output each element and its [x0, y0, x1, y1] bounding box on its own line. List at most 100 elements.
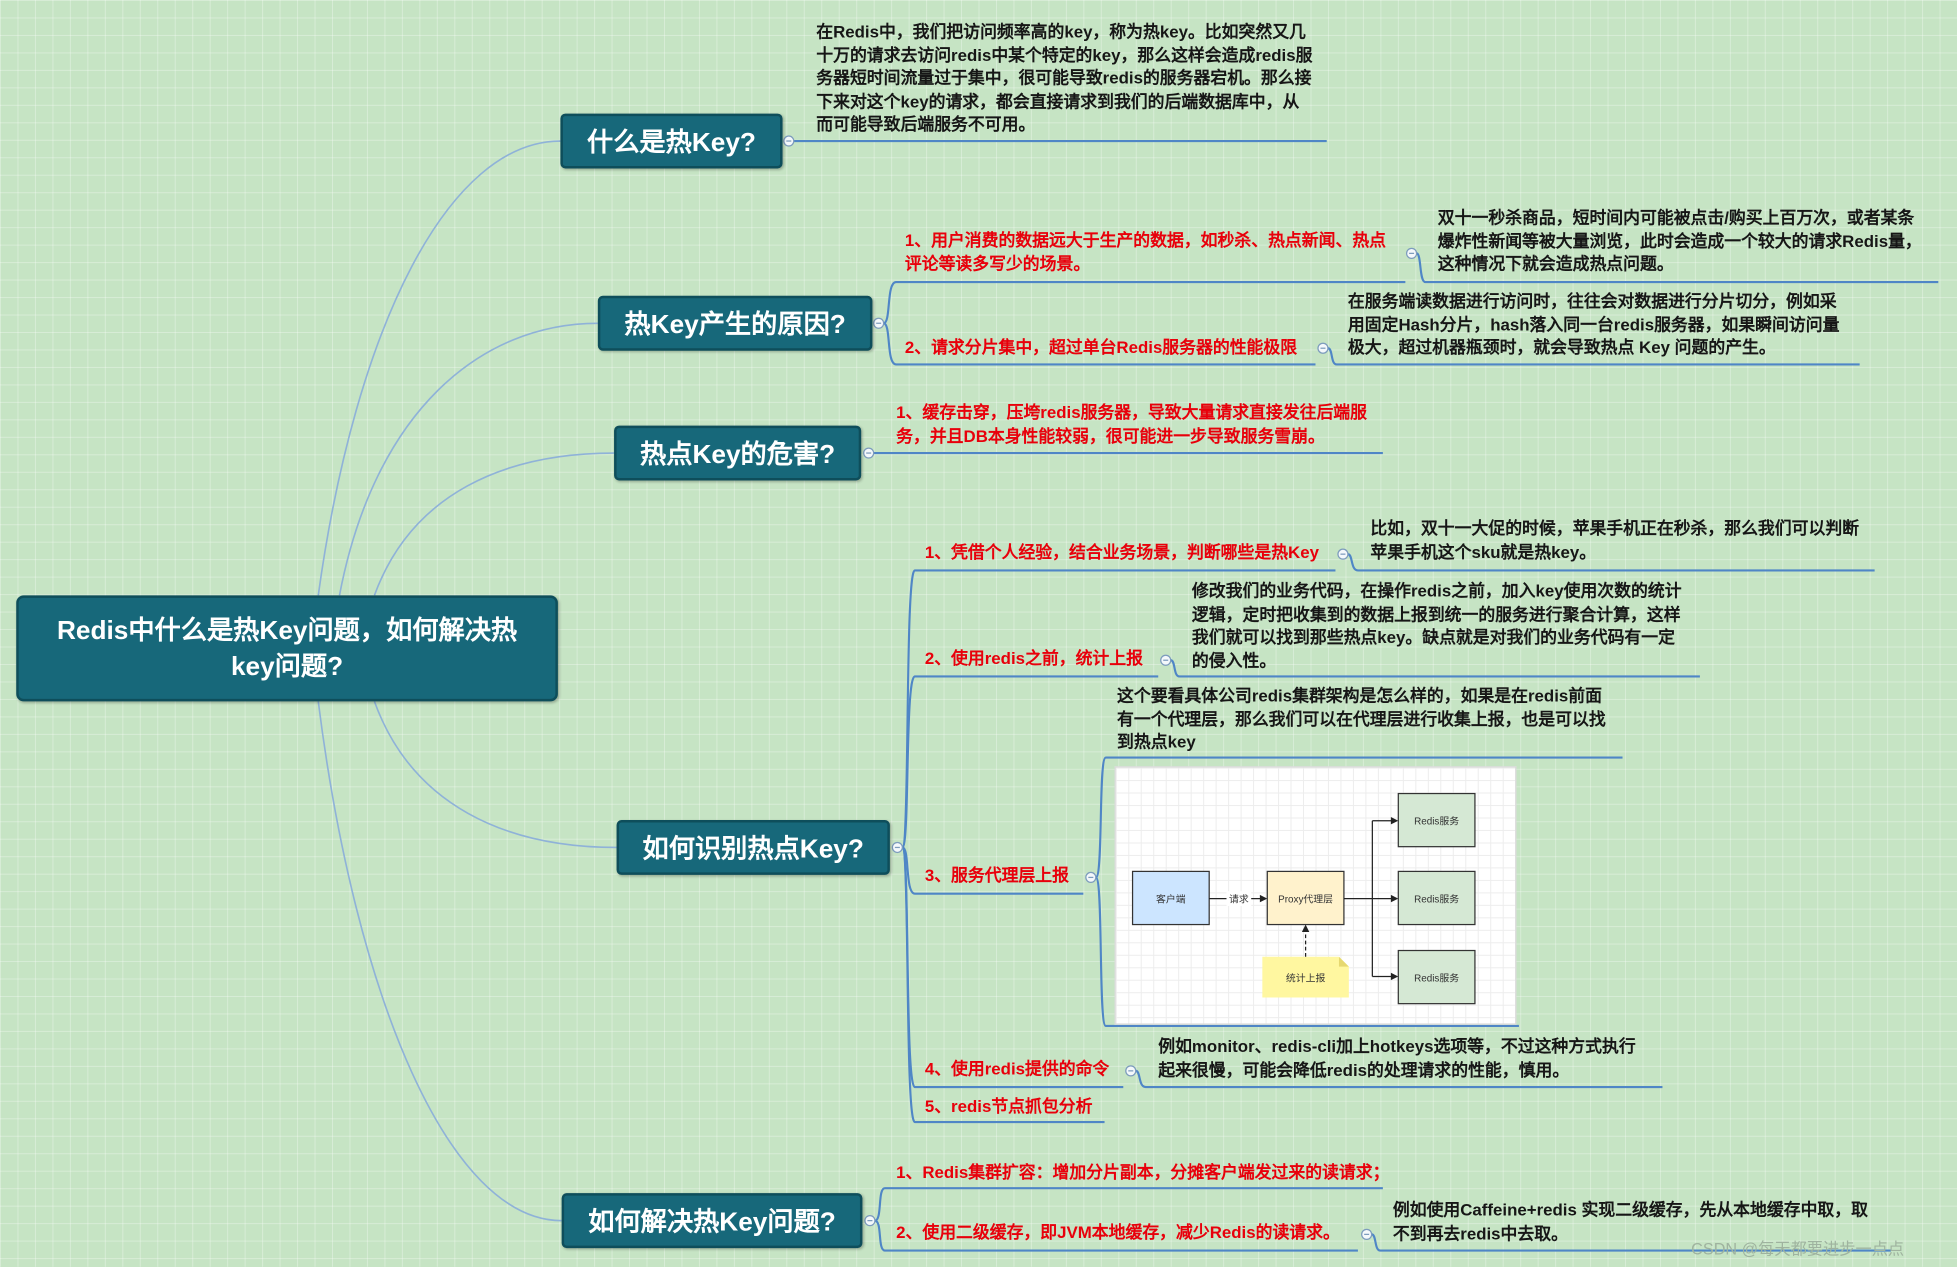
- underline-connector: [882, 281, 1406, 325]
- text-line: 这个要看具体公司redis集群架构是怎么样的，如果是在redis前面: [1117, 686, 1602, 706]
- solution-1: 1、Redis集群扩容：增加分片副本，分摊客户端发过来的读请求；: [896, 1162, 1389, 1185]
- text-line: 极大，超过机器瓶颈时，就会导致热点 Key 问题的产生。: [1347, 338, 1776, 357]
- text-line: 在服务端读数据进行访问时，往往会对数据进行分片切分，例如采: [1347, 292, 1837, 311]
- text-line: 用固定Hash分片，hash落入同一台redis服务器，如果瞬间访问量: [1347, 315, 1840, 334]
- underline-connector: [874, 1219, 1358, 1252]
- collapse-toggle-icon: [1337, 548, 1349, 560]
- collapse-toggle-icon: [783, 135, 795, 147]
- text-line: 不到再去redis中去取。: [1392, 1223, 1568, 1243]
- text-line: 5、redis节点抓包分析: [924, 1097, 1093, 1116]
- text-line: 下来对这个key的请求，都会直接请求到我们的后端数据库中，从: [816, 91, 1300, 111]
- client-node: [1131, 870, 1210, 926]
- underline-connector: [1371, 1233, 1891, 1252]
- identify-method-5: 5、redis节点抓包分析: [925, 1096, 1093, 1119]
- text-line: 务器短时间流量过于集中，很可能导致redis的服务器宕机。那么接: [816, 68, 1312, 88]
- text-line: 2、使用二级缓存，即JVM本地缓存，减少Redis的读请求。: [896, 1223, 1340, 1242]
- text-line: 2、请求分片集中，超过单台Redis服务器的性能极限: [904, 338, 1298, 357]
- request-label-bg: [1226, 891, 1252, 907]
- cause-1: 1、用户消费的数据远大于生产的数据，如秒杀、热点新闻、热点 评论等读多写少的场景…: [905, 230, 1386, 276]
- branch-topic-solve: 如何解决热Key问题?: [561, 1193, 863, 1249]
- redis-node: [1397, 949, 1476, 1005]
- text-line: 在Redis中，我们把访问频率高的key，称为热key。比如突然又几: [816, 22, 1306, 42]
- underline-connector: [874, 1187, 1383, 1222]
- solution-2: 2、使用二级缓存，即JVM本地缓存，减少Redis的读请求。: [896, 1222, 1340, 1245]
- arrowhead-icon: [1301, 924, 1310, 932]
- text-line: 评论等读多写少的场景。: [904, 253, 1091, 273]
- redis-node: [1397, 792, 1476, 848]
- redis-label: Redis服务: [1414, 892, 1459, 905]
- proxy-architecture-drawing: 客户端 请求 Proxy代理层 Redis服务 Redis服务 Redis: [1131, 792, 1476, 1005]
- arrowhead-icon: [1390, 894, 1399, 903]
- redis-node: [1397, 870, 1476, 926]
- identify-method-3-detail: 这个要看具体公司redis集群架构是怎么样的，如果是在redis前面 有一个代理…: [1117, 685, 1606, 754]
- underline-connector: [901, 846, 1084, 895]
- central-topic: Redis中什么是热Key问题，如何解决热key问题?: [16, 595, 558, 702]
- text-line: 逻辑，定时把收集到的数据上报到统一的服务进行聚合计算，这样: [1191, 604, 1681, 624]
- collapse-toggle-icon: [1405, 247, 1418, 259]
- solution-2-detail: 例如使用Caffeine+redis 实现二级缓存，先从本地缓存中取，取 不到再…: [1393, 1199, 1868, 1245]
- cause-1-detail: 双十一秒杀商品，短时间内可能被点击/购买上百万次，或者某条 爆炸性新闻等被大量浏…: [1438, 207, 1922, 276]
- text-line: 务，并且DB本身性能较弱，很可能进一步导致服务雪崩。: [896, 426, 1325, 445]
- main-branch-curves: [317, 140, 617, 1222]
- connector-curve-identify: [373, 701, 617, 849]
- underline-connector: [1170, 659, 1700, 678]
- text-line: 1、缓存击穿，压垮redis服务器，导致大量请求直接发往后端服: [896, 403, 1368, 422]
- text-line: 1、用户消费的数据远大于生产的数据，如秒杀、热点新闻、热点: [904, 230, 1387, 250]
- collapse-toggle-icon: [873, 317, 885, 329]
- text-line: 双十一秒杀商品，短时间内可能被点击/购买上百万次，或者某条: [1437, 208, 1915, 228]
- identify-method-2: 2、使用redis之前，统计上报: [925, 648, 1143, 671]
- underline-connector: [1415, 252, 1939, 284]
- proxy-node: [1266, 870, 1345, 926]
- underline-connector: [1347, 553, 1875, 572]
- collapse-toggle-icon: [864, 1215, 876, 1227]
- connector-curve-solve: [317, 701, 562, 1222]
- cause-2-detail: 在服务端读数据进行访问时，往往会对数据进行分片切分，例如采 用固定Hash分片，…: [1348, 291, 1839, 360]
- text-line: 例如monitor、redis-cli加上hotkeys选项等，不过这种方式执行: [1158, 1037, 1636, 1056]
- collapse-toggle-icon: [1125, 1065, 1137, 1077]
- underline-connector: [1094, 876, 1519, 1027]
- underline-connector: [901, 675, 1159, 849]
- text-line: 1、Redis集群扩容：增加分片副本，分摊客户端发过来的读请求；: [896, 1163, 1390, 1182]
- text-line: 我们就可以找到那些热点key。缺点就是对我们的业务代码有一定: [1191, 627, 1675, 647]
- connector-curve-causes: [338, 322, 598, 596]
- arrowhead-icon: [1390, 817, 1399, 825]
- collapse-toggle-icon: [863, 447, 875, 459]
- cause-2: 2、请求分片集中，超过单台Redis服务器的性能极限: [905, 337, 1297, 360]
- branch-topic-title: 什么是热Key?: [586, 128, 756, 158]
- redis-label: Redis服务: [1414, 814, 1459, 827]
- branch-topic-identify: 如何识别热点Key?: [616, 819, 890, 875]
- text-line: 1、凭借个人经验，结合业务场景，判断哪些是热Key: [924, 542, 1319, 562]
- request-label: 请求: [1229, 892, 1249, 905]
- underline-connector: [1327, 347, 1860, 366]
- branch-topic-title: 热点Key的危害?: [640, 440, 836, 470]
- arrowhead-icon: [1390, 972, 1399, 981]
- text-line: 苹果手机这个sku就是热key。: [1370, 542, 1597, 562]
- branch-connectors: [793, 139, 1939, 1252]
- text-line: 有一个代理层，那么我们可以在代理层进行收集上报，也是可以找: [1117, 709, 1606, 729]
- hot-key-definition: 在Redis中，我们把访问频率高的key，称为热key。比如突然又几 十万的请求…: [816, 21, 1312, 136]
- branch-topic-title: 如何识别热点Key?: [642, 834, 864, 864]
- collapse-toggles: [783, 135, 1418, 1240]
- stats-report-label: 统计上报: [1286, 971, 1326, 984]
- connector-curve-harm: [373, 452, 615, 596]
- branch-topic-causes: 热Key产生的原因?: [597, 295, 873, 351]
- connector-curve-what-is: [317, 140, 561, 596]
- collapse-toggle-icon: [1160, 654, 1172, 666]
- branch-topic-title: 如何解决热Key问题?: [588, 1208, 836, 1237]
- collapse-toggle-icon: [1317, 342, 1329, 354]
- redis-label: Redis服务: [1414, 971, 1459, 984]
- text-line: 十万的请求去访问redis中某个特定的key，那么这样会造成redis服: [816, 45, 1313, 65]
- text-line: 例如使用Caffeine+redis 实现二级缓存，先从本地缓存中取，取: [1392, 1200, 1868, 1220]
- underline-connector: [1094, 756, 1623, 879]
- branch-topic-what-is-hot-key: 什么是热Key?: [560, 113, 783, 169]
- watermark: CSDN @每天都要进步一点点: [1691, 1239, 1905, 1259]
- text-line: 到热点key: [1117, 732, 1196, 752]
- collapse-toggle-icon: [1361, 1228, 1373, 1240]
- proxy-label: Proxy代理层: [1278, 893, 1333, 905]
- client-label: 客户端: [1156, 892, 1186, 905]
- branch-topic-harm: 热点Key的危害?: [614, 425, 862, 481]
- branch-topic-title: 热Key产生的原因?: [624, 310, 846, 340]
- identify-method-4: 4、使用redis提供的命令: [925, 1058, 1109, 1081]
- text-line: 修改我们的业务代码，在操作redis之前，加入key使用次数的统计: [1191, 581, 1682, 601]
